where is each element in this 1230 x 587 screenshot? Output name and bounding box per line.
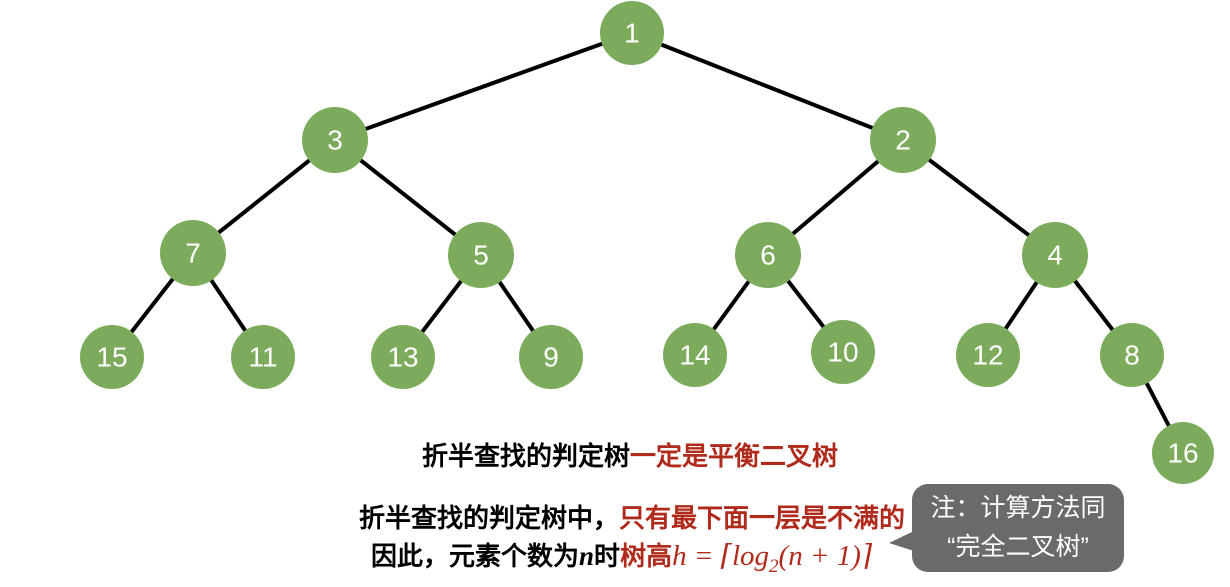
node-circle <box>448 222 514 288</box>
tree-node-5: 5 <box>448 222 514 288</box>
node-circle <box>519 325 583 389</box>
tree-node-6: 6 <box>735 222 801 288</box>
node-label: 7 <box>185 238 201 269</box>
caption-2-black: 折半查找的判定树中， <box>359 503 620 533</box>
node-label: 4 <box>1047 240 1063 271</box>
node-circle <box>811 320 875 384</box>
node-circle <box>1152 422 1214 484</box>
node-circle <box>1022 222 1088 288</box>
node-label: 10 <box>827 337 858 368</box>
node-label: 5 <box>473 240 489 271</box>
caption-1-red: 一定是平衡二叉树 <box>630 441 839 471</box>
node-circle <box>600 1 664 65</box>
tree-node-16: 16 <box>1152 422 1214 484</box>
binary-tree-diagram: 1 3 2 7 5 6 4 15 11 13 9 14 10 12 8 16 <box>80 1 1214 484</box>
formula-pre: h = ⌈log <box>672 540 770 572</box>
tree-node-1: 1 <box>600 1 664 65</box>
caption-3-black-pre: 因此，元素个数为 <box>371 541 580 571</box>
node-label: 3 <box>327 125 343 156</box>
caption-3-black-post: 时 <box>594 541 621 571</box>
tree-node-15: 15 <box>80 325 144 389</box>
node-label: 15 <box>96 342 127 373</box>
caption-1-black: 折半查找的判定树 <box>422 441 631 471</box>
node-circle <box>302 107 368 173</box>
tree-nodes: 1 3 2 7 5 6 4 15 11 13 9 14 10 12 8 16 <box>80 1 1214 484</box>
node-circle <box>160 220 226 286</box>
node-circle <box>1100 323 1164 387</box>
formula-subscript: 2 <box>769 555 779 577</box>
tree-node-7: 7 <box>160 220 226 286</box>
node-label: 11 <box>248 342 277 373</box>
node-circle <box>663 323 727 387</box>
node-label: 6 <box>760 240 776 271</box>
formula-post: (n + 1)⌉ <box>778 540 873 572</box>
node-label: 13 <box>387 342 418 373</box>
node-circle <box>231 325 295 389</box>
tree-node-10: 10 <box>811 320 875 384</box>
tree-node-11: 11 <box>231 325 295 389</box>
tree-node-2: 2 <box>870 107 936 173</box>
tree-node-13: 13 <box>371 325 435 389</box>
node-label: 12 <box>972 340 1003 371</box>
callout-tail <box>889 531 914 551</box>
tree-node-9: 9 <box>519 325 583 389</box>
tree-node-3: 3 <box>302 107 368 173</box>
node-label: 1 <box>624 18 640 49</box>
caption-3-var-n: n <box>579 541 595 571</box>
callout-line-1: 注：计算方法同 <box>930 494 1106 522</box>
tree-node-14: 14 <box>663 323 727 387</box>
tree-node-8: 8 <box>1100 323 1164 387</box>
node-label: 8 <box>1124 340 1140 371</box>
caption-line-1: 折半查找的判定树一定是平衡二叉树 <box>422 438 838 474</box>
node-circle <box>735 222 801 288</box>
node-circle <box>870 107 936 173</box>
node-circle <box>371 325 435 389</box>
tree-edge-1-3 <box>334 31 633 142</box>
callout-line-2: “完全二叉树” <box>947 533 1089 561</box>
node-label: 9 <box>543 342 559 373</box>
note-callout: 注：计算方法同 “完全二叉树” <box>889 484 1124 572</box>
tree-height-formula: h = ⌈log2(n + 1)⌉ <box>672 540 873 576</box>
node-circle <box>80 325 144 389</box>
node-label: 2 <box>895 125 911 156</box>
tree-node-12: 12 <box>956 323 1020 387</box>
caption-3-red: 树高 <box>620 541 673 571</box>
tree-edge-1-2 <box>631 31 904 142</box>
tree-node-4: 4 <box>1022 222 1088 288</box>
caption-line-2: 折半查找的判定树中，只有最下面一层是不满的 <box>359 500 905 536</box>
caption-line-3: 因此，元素个数为n时树高h = ⌈log2(n + 1)⌉ <box>371 538 873 576</box>
tree-edges <box>110 31 1185 454</box>
node-label: 16 <box>1167 438 1198 469</box>
node-label: 14 <box>679 340 710 371</box>
caption-2-red: 只有最下面一层是不满的 <box>619 503 906 533</box>
node-circle <box>956 323 1020 387</box>
